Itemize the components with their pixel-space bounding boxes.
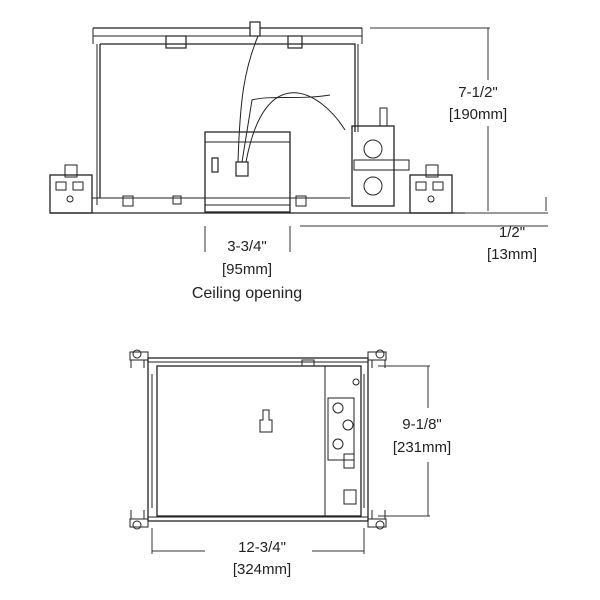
- ground-screw: [352, 378, 360, 386]
- top-clip-left: [165, 35, 187, 49]
- thermal-protector: [235, 161, 249, 177]
- housing-outline: [99, 43, 356, 198]
- top-tab-view: [301, 359, 315, 367]
- flange-metric-label: [13mm]: [487, 246, 537, 263]
- bottom-clip-1: [122, 195, 134, 207]
- wire-2: [241, 94, 331, 163]
- socket-tab: [211, 157, 219, 173]
- plaster-frame-outline: [147, 357, 369, 522]
- socket-key: [259, 409, 273, 433]
- top-view: 9-1/8" [231mm] 12-3/4" [324mm]: [129, 349, 451, 578]
- bar-hanger-left: [49, 164, 93, 214]
- opening-imperial-label: 3-3/4": [227, 238, 267, 255]
- hanger-top-right: [367, 349, 387, 368]
- width-imperial-label: 12-3/4": [238, 539, 286, 556]
- hanger-bottom-left: [129, 510, 149, 530]
- housing-top-outline: [156, 365, 362, 517]
- opening-caption: Ceiling opening: [192, 285, 302, 302]
- junction-box-bracket: [353, 159, 410, 171]
- bar-hanger-right: [409, 164, 453, 214]
- jbox-tab: [379, 107, 388, 127]
- jbox-panel: [327, 397, 355, 461]
- connector-2: [343, 489, 357, 505]
- junction-box: [351, 125, 395, 207]
- opening-metric-label: [95mm]: [222, 261, 272, 278]
- height-imperial-label: 7-1/2": [458, 84, 498, 101]
- hanger-top-left: [129, 349, 149, 368]
- width-metric-label: [324mm]: [233, 561, 291, 578]
- top-clip-right: [287, 35, 303, 49]
- wire-3: [245, 92, 346, 163]
- hanger-bottom-right: [367, 510, 387, 530]
- knockout-a: [332, 402, 344, 414]
- depth-metric-label: [231mm]: [393, 439, 451, 456]
- top-tab: [249, 21, 261, 37]
- knockout-top: [363, 139, 383, 159]
- center-can: [204, 131, 291, 213]
- connector-1: [343, 453, 355, 469]
- height-metric-label: [190mm]: [449, 106, 507, 123]
- flange-imperial-label: 1/2": [499, 224, 525, 241]
- knockout-bottom: [363, 176, 383, 196]
- knockout-c: [332, 438, 344, 450]
- knockout-b: [342, 419, 354, 431]
- side-view: 7-1/2" [190mm] 1/2" [13mm] 3-3/4" [95mm]…: [49, 21, 548, 302]
- wire-1: [237, 35, 259, 163]
- depth-imperial-label: 9-1/8": [402, 416, 442, 433]
- bottom-clip-2: [172, 195, 182, 205]
- bottom-clip-3: [295, 195, 307, 207]
